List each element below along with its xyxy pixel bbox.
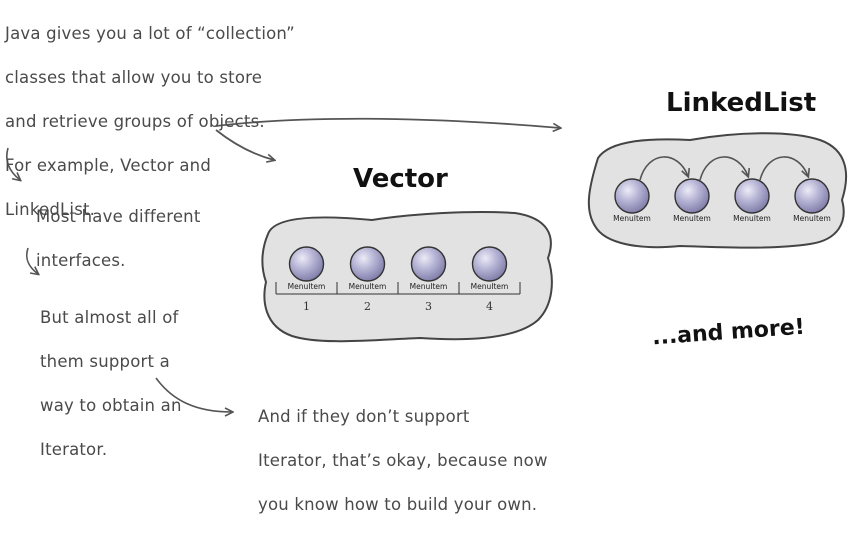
menuitem-ball xyxy=(410,246,447,282)
menuitem-label: MenuItem xyxy=(410,282,448,291)
menuitem-label: MenuItem xyxy=(613,214,651,223)
intro-line: classes that allow you to store xyxy=(5,68,263,87)
vector-index: 4 xyxy=(486,300,493,313)
menuitem-label: MenuItem xyxy=(471,282,509,291)
vector-blob xyxy=(261,210,553,343)
vector-index: 1 xyxy=(303,300,310,313)
interfaces-note: Most have different interfaces. xyxy=(36,184,201,294)
menuitem-label: MenuItem xyxy=(793,214,831,223)
linkedlist-items: MenuItem MenuItem MenuItem MenuItem xyxy=(613,156,831,223)
menuitem-ball xyxy=(614,178,650,214)
intro-line: For example, Vector and xyxy=(5,156,211,175)
menuitem-label: MenuItem xyxy=(673,214,711,223)
build-own-line: Iterator, that’s okay, because now xyxy=(258,451,548,470)
arrow-iterator-to-own xyxy=(155,377,232,412)
linkedlist-title: LinkedList xyxy=(666,88,817,118)
intro-line: LinkedList. xyxy=(5,200,96,219)
iterator-line: Iterator. xyxy=(40,440,108,459)
iterator-line: way to obtain an xyxy=(40,396,182,415)
menuitem-ball xyxy=(794,178,830,214)
iterator-line: them support a xyxy=(40,352,170,371)
intro-note: Java gives you a lot of “collection” cla… xyxy=(5,1,295,243)
vector-index: 2 xyxy=(364,300,371,313)
link-arrow xyxy=(699,156,748,181)
vector-index: 3 xyxy=(425,300,432,313)
link-arrow xyxy=(639,156,688,181)
menuitem-label: MenuItem xyxy=(733,214,771,223)
menuitem-label: MenuItem xyxy=(288,282,326,291)
link-arrow xyxy=(759,156,808,181)
build-own-note: And if they don’t support Iterator, that… xyxy=(258,384,548,538)
vector-title: Vector xyxy=(353,164,448,194)
linkedlist-blob xyxy=(587,132,848,249)
intro-line: and retrieve groups of objects. xyxy=(5,112,265,131)
iterator-note: But almost all of them support a way to … xyxy=(40,285,182,483)
arrow-to-vector xyxy=(215,129,274,160)
menuitem-label: MenuItem xyxy=(349,282,387,291)
diagram-canvas: MenuItem 1 MenuItem 2 MenuItem 3 MenuItem 4 Men… xyxy=(5,117,848,459)
arrow-to-linkedlist xyxy=(215,117,560,128)
vector-items: MenuItem 1 MenuItem 2 MenuItem 3 MenuItem 4 xyxy=(275,246,521,313)
build-own-line: you know how to build your own. xyxy=(258,495,538,514)
interfaces-line: Most have different xyxy=(36,207,201,226)
arrow-interfaces-to-iterator xyxy=(25,247,38,274)
menuitem-ball xyxy=(288,246,325,282)
menuitem-ball xyxy=(349,246,386,282)
menuitem-ball xyxy=(471,246,508,282)
iterator-line: But almost all of xyxy=(40,308,179,327)
interfaces-line: interfaces. xyxy=(36,251,126,270)
build-own-line: And if they don’t support xyxy=(258,407,470,426)
intro-line: Java gives you a lot of “collection” xyxy=(5,24,295,43)
menuitem-ball xyxy=(734,178,770,214)
arrow-intro-to-interfaces xyxy=(5,147,20,180)
menuitem-ball xyxy=(674,178,710,214)
